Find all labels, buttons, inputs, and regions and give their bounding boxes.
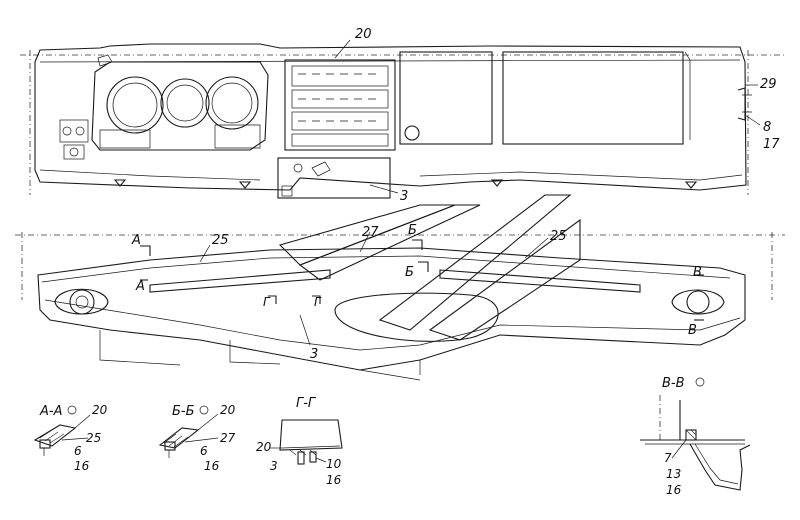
section-bb-label-20: 20 — [220, 403, 236, 417]
section-aa-title: А-А — [39, 404, 62, 419]
section-bb-label-27: 27 — [220, 431, 236, 445]
section-bb: Б-Б 20 27 6 16 — [158, 403, 236, 473]
dashboard-front-view — [20, 43, 785, 199]
callout-labels: 20 29 8 17 3 А А 25 27 Б Б 25 В В Г Г 3 — [131, 27, 780, 362]
section-bb-label-16: 16 — [204, 459, 220, 473]
leader-lines — [199, 39, 761, 346]
section-vv-title: В-В — [662, 376, 685, 391]
callout-8: 8 — [763, 120, 771, 135]
section-aa-label-6: 6 — [74, 444, 82, 458]
section-gg-label-20: 20 — [256, 440, 272, 454]
callout-25-left: 25 — [212, 233, 229, 248]
callout-29: 29 — [760, 77, 777, 92]
section-gg-label-16: 16 — [326, 473, 342, 487]
callout-20-top: 20 — [355, 27, 372, 42]
section-gg-title: Г-Г — [296, 396, 317, 411]
callout-17: 17 — [763, 137, 780, 152]
dashboard-plan-view — [15, 232, 785, 381]
section-aa: А-А 20 25 6 16 — [33, 403, 108, 473]
section-mark-g: Г — [263, 295, 271, 309]
section-mark-v: В — [693, 265, 702, 280]
section-vv: В-В 7 13 16 — [640, 376, 751, 497]
section-vv-label-7: 7 — [664, 451, 672, 465]
section-mark-a-2: А — [135, 279, 145, 294]
callout-27: 27 — [362, 225, 379, 240]
section-mark-a: А — [131, 233, 141, 248]
section-bb-label-6: 6 — [200, 444, 208, 458]
section-vv-label-16: 16 — [666, 483, 682, 497]
callout-3-mid: 3 — [310, 347, 318, 362]
section-aa-label-20: 20 — [92, 403, 108, 417]
section-mark-b: Б — [408, 223, 417, 238]
section-mark-v-2: В — [688, 323, 697, 338]
callout-25-right: 25 — [550, 229, 567, 244]
section-mark-g-2: Г — [314, 295, 322, 309]
section-gg: Г-Г 20 3 10 16 — [256, 396, 343, 487]
callout-3-top: 3 — [400, 189, 408, 204]
section-gg-label-10: 10 — [326, 457, 342, 471]
section-vv-label-13: 13 — [666, 467, 681, 481]
section-bb-title: Б-Б — [172, 404, 195, 419]
section-gg-label-3: 3 — [270, 459, 278, 473]
perspective-arrow-outline — [278, 194, 581, 341]
section-mark-b-2: Б — [405, 265, 414, 280]
section-aa-label-25: 25 — [86, 431, 101, 445]
section-aa-label-16: 16 — [74, 459, 90, 473]
